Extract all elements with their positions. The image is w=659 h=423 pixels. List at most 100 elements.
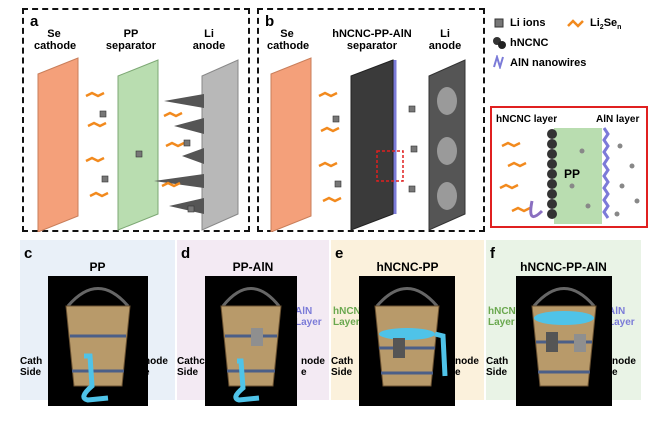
hncnc-bead (547, 199, 557, 209)
bucket-body (65, 305, 131, 387)
patch (574, 334, 586, 352)
hncnc-bead (547, 169, 557, 179)
inset-hncnc-label: hNCNC layer (496, 114, 558, 125)
li-ion-cubes (332, 105, 418, 193)
polysulfide-chains (318, 91, 342, 203)
separator-header: hNCNC-PP-AlN separator (327, 28, 417, 52)
li-ion (569, 183, 575, 189)
polysulfide-chain (165, 141, 185, 148)
inset-illustration (499, 127, 640, 224)
water-leak (81, 353, 109, 403)
pp-separator-slab (117, 59, 159, 231)
li-ion (332, 115, 340, 123)
cathode-header-line1: Se (280, 28, 294, 40)
hncnc-bead (547, 149, 557, 159)
legend-li-ions: Li ions (510, 17, 546, 29)
cathode-header: Se cathode (267, 28, 309, 52)
bucket-handle (532, 287, 596, 307)
water-leak (233, 358, 260, 403)
bucket-title: PP (89, 260, 106, 274)
bucket-body (374, 305, 440, 387)
anode-header-line1: Li (204, 28, 214, 40)
water-overflow (434, 331, 448, 377)
dendrite (154, 174, 204, 188)
panel-a-illustration (37, 57, 239, 232)
hncnc-bead (547, 129, 557, 139)
panel-label: f (490, 245, 495, 262)
bucket-illustration (205, 276, 297, 406)
polysulfide-chain (499, 183, 519, 190)
patch (546, 332, 558, 352)
polysulfide-chain (318, 161, 338, 168)
li-ion (614, 211, 620, 217)
panel-label: e (335, 245, 344, 262)
li2sen-base: Li (590, 17, 600, 29)
dendrite (182, 148, 204, 164)
patch (393, 338, 405, 358)
hncnc-pp-aln-slab (350, 59, 394, 231)
polysulfide-chain (318, 91, 338, 98)
polysulfide-chain (507, 161, 527, 168)
hncnc-legend-icon (493, 37, 506, 49)
polysulfide-chain (511, 206, 531, 213)
water-surface (534, 311, 594, 325)
separator-header-line1: hNCNC-PP-AlN (332, 28, 412, 40)
bucket-body (531, 305, 597, 387)
li-ion-legend-icon (494, 18, 504, 28)
bucket-handle (66, 287, 130, 307)
li-dendrites (154, 94, 204, 214)
bucket-illustration (359, 276, 455, 406)
li-ion-cubes (99, 110, 195, 213)
panel-label: b (265, 13, 275, 30)
li-anode-slab (201, 59, 239, 231)
legend-li2sen: Li2Sen (590, 17, 621, 34)
bucket-handle (375, 287, 439, 307)
return-arrow (529, 200, 544, 219)
li-ion (619, 183, 625, 189)
li-ion (629, 163, 635, 169)
li2sen-sub1: 2 (599, 24, 604, 32)
li-ion (408, 105, 416, 113)
separator-header-line2: separator (346, 40, 398, 52)
panel-b-illustration (270, 57, 466, 232)
li-ion (135, 150, 143, 158)
panel-label: c (24, 245, 33, 262)
anode-header: Li anode (425, 28, 465, 52)
li-ion (585, 203, 591, 209)
bucket-handle (221, 287, 281, 307)
inset-li-ions (569, 143, 640, 217)
patch (251, 328, 263, 346)
cathode-header-line1: Se (47, 28, 61, 40)
dendrite (169, 198, 204, 214)
bucket-illustration (516, 276, 612, 406)
dendrite (164, 94, 204, 108)
inset-aln-label: AlN layer (596, 114, 640, 125)
water-surface (379, 328, 435, 340)
polysulfide-chain (163, 111, 183, 118)
li2sen-legend-icon (567, 19, 584, 28)
li-ion (101, 175, 109, 183)
polysulfide-chain (89, 191, 109, 198)
dendrite (174, 118, 204, 134)
separator-header-line2: separator (105, 40, 157, 52)
hncnc-bead (547, 209, 557, 219)
polysulfide-chain (320, 126, 340, 133)
cathode-header-line2: cathode (34, 40, 77, 52)
panel-label: d (181, 245, 191, 262)
anode-header-line2: anode (428, 40, 462, 52)
polysulfide-chain (85, 91, 105, 98)
li-ion (617, 143, 623, 149)
li2sen-sub2: n (617, 24, 622, 32)
hncnc-bead (547, 179, 557, 189)
legend-aln: AlN nanowires (510, 57, 587, 69)
separator-header-line1: PP (123, 28, 139, 40)
anode-header-line2: anode (192, 40, 226, 52)
polysulfide-chain (161, 181, 181, 188)
anode-header: Li anode (184, 28, 234, 52)
smooth-patch (437, 137, 457, 165)
